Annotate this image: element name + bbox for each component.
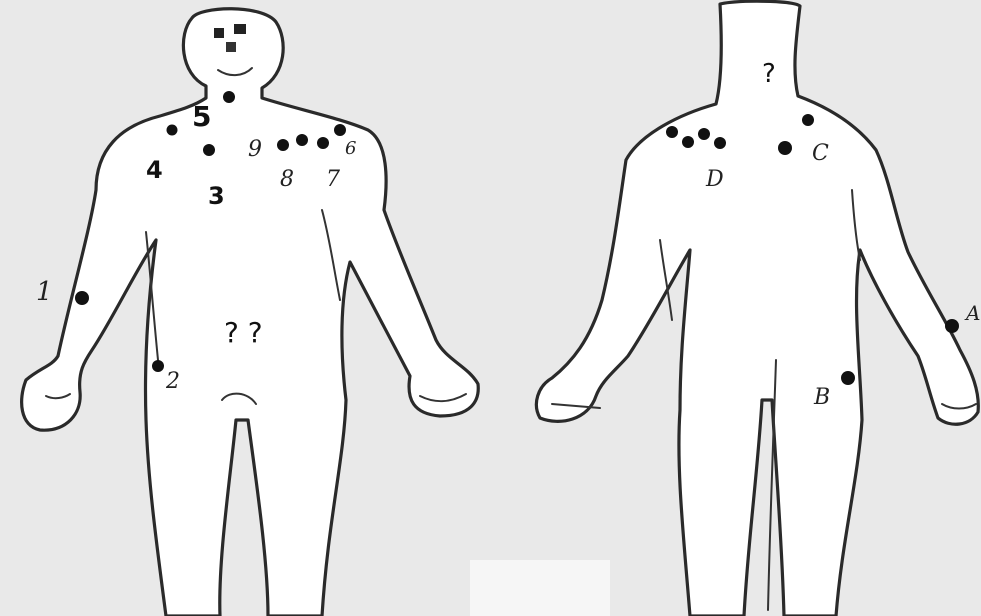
back-marker-d-4[interactable] xyxy=(714,137,726,149)
back-body-outline xyxy=(536,1,978,616)
front-marker-8[interactable] xyxy=(296,134,308,146)
front-body-outline xyxy=(22,9,479,616)
front-nose xyxy=(226,42,236,52)
front-figure xyxy=(22,9,479,616)
back-marker-b[interactable] xyxy=(841,371,855,385)
front-eye-right xyxy=(234,24,246,34)
front-marker-5[interactable] xyxy=(223,91,235,103)
front-marker-6[interactable] xyxy=(334,124,346,136)
front-eye-left xyxy=(214,28,224,38)
front-marker-3[interactable] xyxy=(203,144,215,156)
scan-light-patch xyxy=(470,560,610,616)
back-marker-d-2[interactable] xyxy=(682,136,694,148)
back-figure xyxy=(536,1,978,616)
back-label-a: A xyxy=(964,301,980,325)
front-label-4: 4 xyxy=(146,156,163,184)
front-label-1: 1 xyxy=(36,277,53,307)
front-label-question: ? ? xyxy=(224,316,263,349)
back-label-question: ? xyxy=(762,59,776,89)
front-label-8: 8 xyxy=(280,167,294,192)
front-label-7: 7 xyxy=(326,167,340,192)
front-label-6: 6 xyxy=(345,138,356,159)
back-label-b: B xyxy=(813,385,830,410)
back-marker-c-2[interactable] xyxy=(778,141,792,155)
front-label-5: 5 xyxy=(192,100,211,133)
back-marker-d-1[interactable] xyxy=(666,126,678,138)
back-marker-c-1[interactable] xyxy=(802,114,814,126)
front-label-2: 2 xyxy=(165,369,180,394)
front-label-3: 3 xyxy=(208,182,225,210)
front-marker-4[interactable] xyxy=(167,125,178,136)
front-label-9: 9 xyxy=(248,137,262,162)
front-marker-9[interactable] xyxy=(277,139,289,151)
front-marker-2[interactable] xyxy=(152,360,164,372)
front-marker-1[interactable] xyxy=(75,291,89,305)
back-label-c: C xyxy=(812,141,829,166)
back-marker-d-3[interactable] xyxy=(698,128,710,140)
back-label-d: D xyxy=(705,167,724,192)
front-marker-7[interactable] xyxy=(317,137,329,149)
back-marker-a[interactable] xyxy=(945,319,959,333)
